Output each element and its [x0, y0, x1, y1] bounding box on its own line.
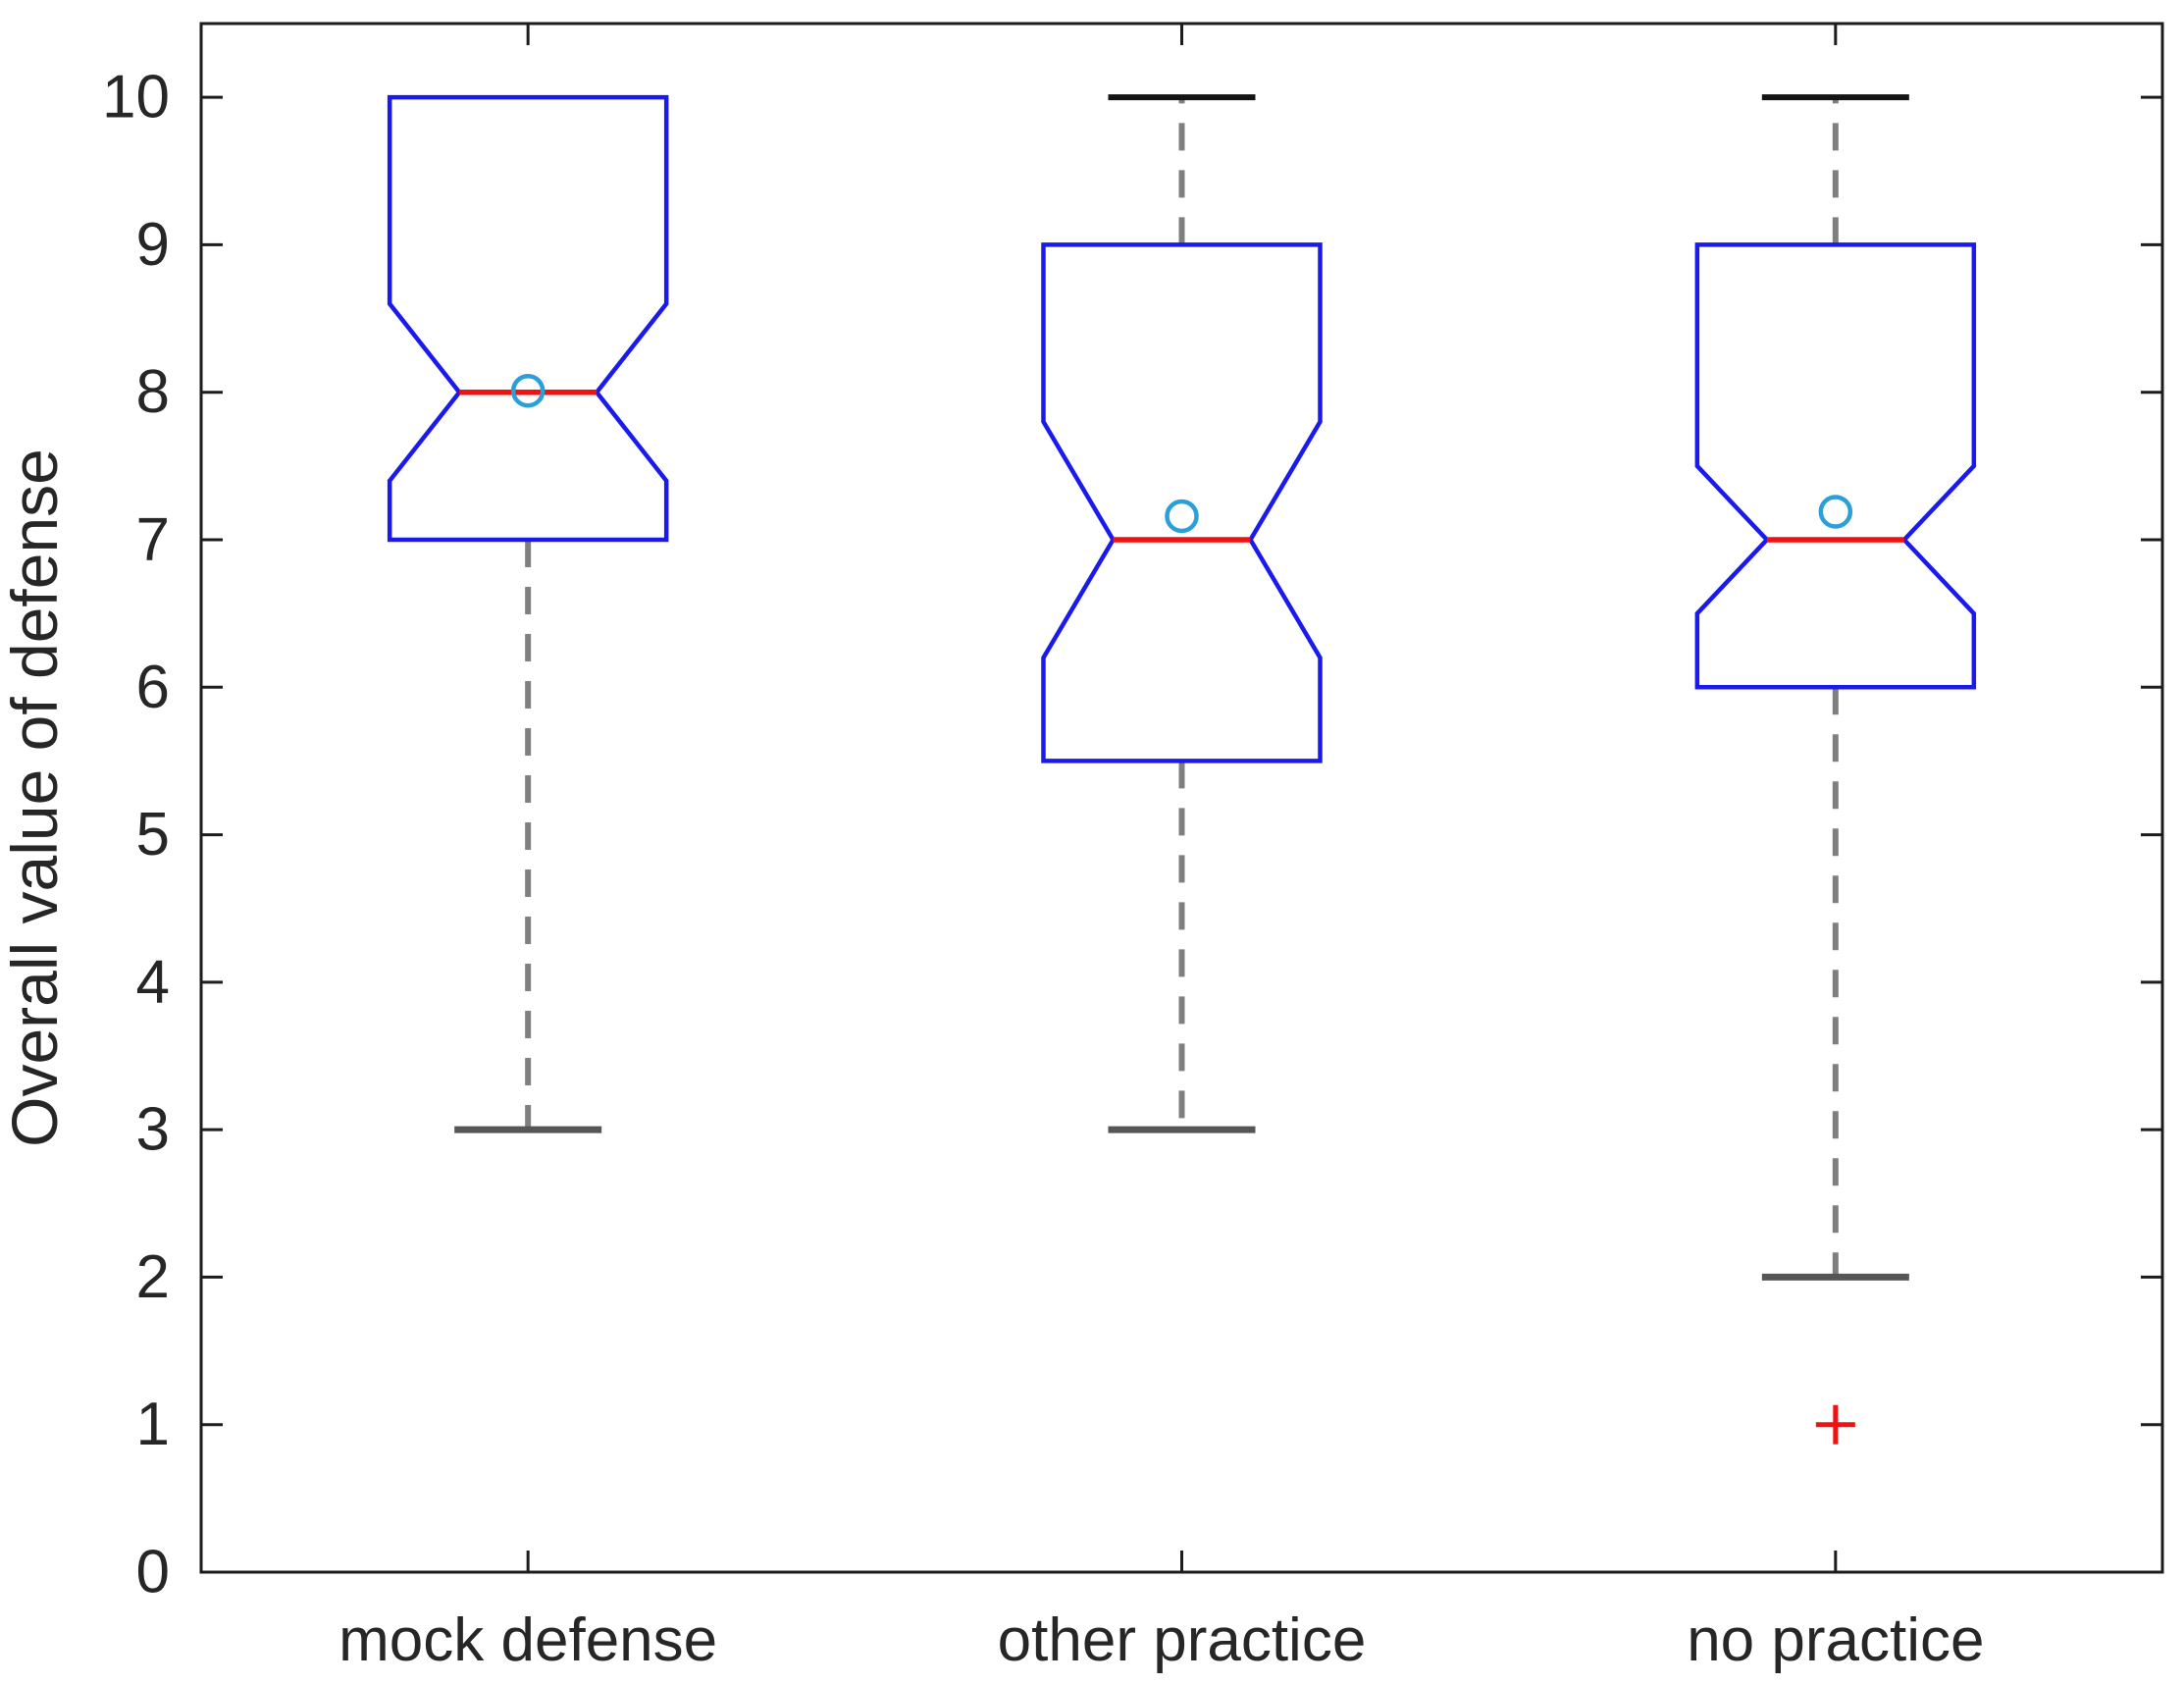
y-tick-label-4: 4: [136, 948, 170, 1016]
y-tick-label-5: 5: [136, 801, 170, 868]
y-tick-label-1: 1: [136, 1391, 170, 1458]
y-tick-label-10: 10: [102, 64, 170, 132]
mean-marker-no-practice: [1818, 495, 1853, 529]
x-tick-label-no-practice: no practice: [1687, 1606, 1984, 1674]
x-tick-label-other-practice: other practice: [998, 1606, 1367, 1674]
y-tick-label-9: 9: [136, 211, 170, 279]
y-tick-label-3: 3: [136, 1096, 170, 1164]
y-tick-label-7: 7: [136, 506, 170, 574]
box-other-practice: [1041, 242, 1323, 763]
box-mock-defense: [387, 94, 669, 543]
x-tick-label-mock-defense: mock defense: [338, 1606, 717, 1674]
y-tick-label-6: 6: [136, 654, 170, 721]
mean-marker-mock-defense: [510, 373, 546, 408]
y-axis-label: Overall value of defense: [0, 448, 71, 1147]
plot-border: [199, 22, 2164, 1574]
y-tick-label-2: 2: [136, 1243, 170, 1311]
mean-marker-other-practice: [1165, 499, 1199, 534]
box-no-practice: [1694, 242, 1977, 690]
y-tick-label-8: 8: [136, 358, 170, 426]
y-tick-label-0: 0: [136, 1539, 170, 1606]
